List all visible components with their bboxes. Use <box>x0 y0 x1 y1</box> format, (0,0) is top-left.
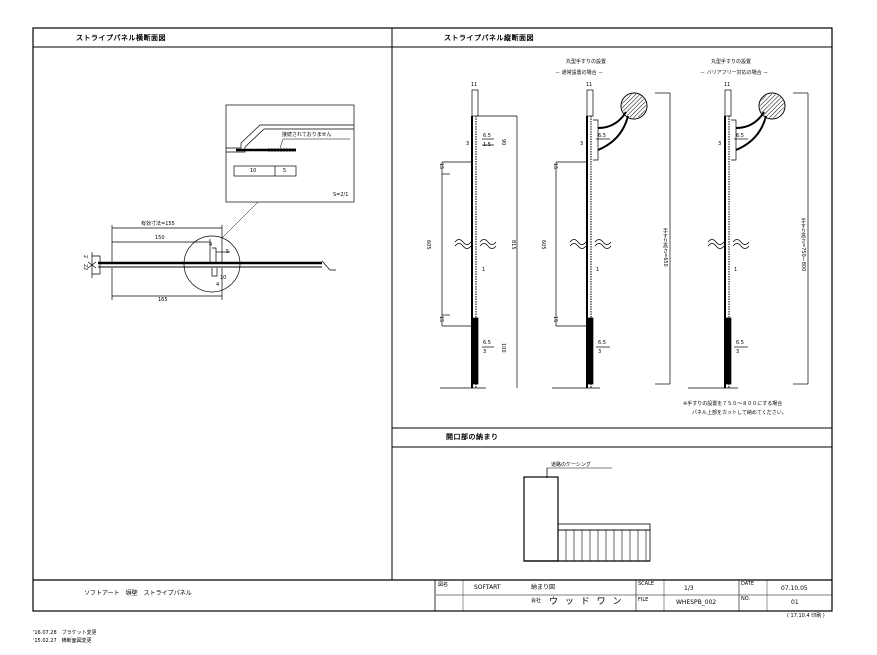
plan-dim-4: 4 <box>209 242 213 248</box>
s3-width-11: 11 <box>724 82 731 88</box>
s1-dim-605: 605 <box>425 240 431 250</box>
s1-dim-6-5-b: 6.5 <box>483 340 491 346</box>
revision-2: '15.02.27 横断面図変更 <box>33 638 92 644</box>
s3-dim-3: 3 <box>718 141 722 147</box>
s1-dim-1: 1 <box>482 267 486 273</box>
normal-title-line2: － 通常設置の場合 － <box>555 70 604 76</box>
date-label: DATE <box>741 581 755 587</box>
handrail-height-650: 手すり高さ=650 <box>662 228 668 267</box>
plan-dim-4b: 4 <box>216 282 220 288</box>
file-label: FILE <box>638 597 649 603</box>
normal-title-line1: 丸型手すりの設置 <box>566 59 607 65</box>
plan-dim-165: 165 <box>158 297 168 303</box>
s1-dim-15-top: 15 <box>438 163 444 170</box>
s3-dim-3-b: 3 <box>736 349 740 355</box>
s2-dim-6-5: 6.5 <box>598 133 606 139</box>
s2-dim-3: 3 <box>580 141 584 147</box>
maker-label: 会社 <box>531 598 542 604</box>
horizontal-section-title: ストライプパネル横断面図 <box>76 34 166 42</box>
s1-dim-15-bottom: 15 <box>438 316 444 323</box>
number-label: NO. <box>741 596 751 602</box>
s2-dim-15-bottom: 15 <box>552 316 558 323</box>
s1-dim-3-b: 3 <box>483 349 487 355</box>
handrail-note-line1: ※手すりの設置を７５０～８００にする場合 <box>683 401 783 407</box>
scale-label: SCALE <box>638 581 655 587</box>
file-value: WHESPB_002 <box>676 599 717 606</box>
s2-dim-6-5-b: 6.5 <box>598 340 606 346</box>
barrierfree-title-line2: － バリアフリー対応の場合 － <box>700 70 769 76</box>
s3-dim-6-5: 6.5 <box>736 133 744 139</box>
casing-label: 道路のケーシング <box>551 462 591 468</box>
drawing-name-label: 図名 <box>438 582 449 588</box>
product-name: ソフトアート 塀壁 ストライプパネル <box>84 590 192 597</box>
plan-dim-5: 5 <box>226 249 230 255</box>
company-short: SOFTART <box>474 584 501 591</box>
s3-dim-1: 1 <box>734 267 738 273</box>
detail-scale: S=2/1 <box>333 192 349 198</box>
drawing-name: 納まり図 <box>531 584 556 591</box>
revision-1: '16.07.28 ブラケット変更 <box>33 630 97 636</box>
scale-value: 1/3 <box>684 585 694 592</box>
s2-width-11: 11 <box>586 82 593 88</box>
handrail-height-750: 手すり高さ=750～800 <box>800 218 806 272</box>
number-value: 01 <box>791 599 799 606</box>
s1-dim-6-5: 6.5 <box>483 133 491 139</box>
detail-dim-b: 5 <box>283 168 287 174</box>
s1-dim-3: 3 <box>466 141 470 147</box>
s2-dim-15-top: 15 <box>552 163 558 170</box>
s1-dim-90: 90 <box>500 139 506 146</box>
s1-dim-100: 100 <box>500 343 506 353</box>
s1-width-11: 11 <box>471 82 478 88</box>
s2-dim-605: 605 <box>540 240 546 250</box>
s2-dim-3-b: 3 <box>598 349 602 355</box>
opening-title: 開口部の納まり <box>446 433 499 441</box>
s2-dim-1: 1 <box>596 267 600 273</box>
date-value: 07.10.05 <box>781 585 808 592</box>
plan-dim-150: 150 <box>155 235 165 241</box>
plan-effective-dim: 有効寸法=155 <box>141 221 175 227</box>
detail-note: 接続されておりません <box>282 132 332 138</box>
plan-dim-2: 2 <box>82 255 88 259</box>
vertical-section-title: ストライプパネル縦断面図 <box>444 34 534 42</box>
detail-dim-a: 10 <box>250 168 257 174</box>
plan-dim-22: 22 <box>82 264 88 271</box>
print-note: ( 17.10.4 印刷 ) <box>787 613 825 619</box>
maker-name: ウ ッ ド ワ ン <box>549 597 624 607</box>
handrail-note-line2: パネル上部をカットして納めてください。 <box>692 410 787 416</box>
plan-dim-10: 10 <box>220 275 227 281</box>
barrierfree-title-line1: 丸型手すりの設置 <box>711 59 752 65</box>
s1-dim-815: 815 <box>510 240 516 250</box>
s1-dim-1-5: 1.5 <box>483 142 491 148</box>
s3-dim-6-5-b: 6.5 <box>736 340 744 346</box>
